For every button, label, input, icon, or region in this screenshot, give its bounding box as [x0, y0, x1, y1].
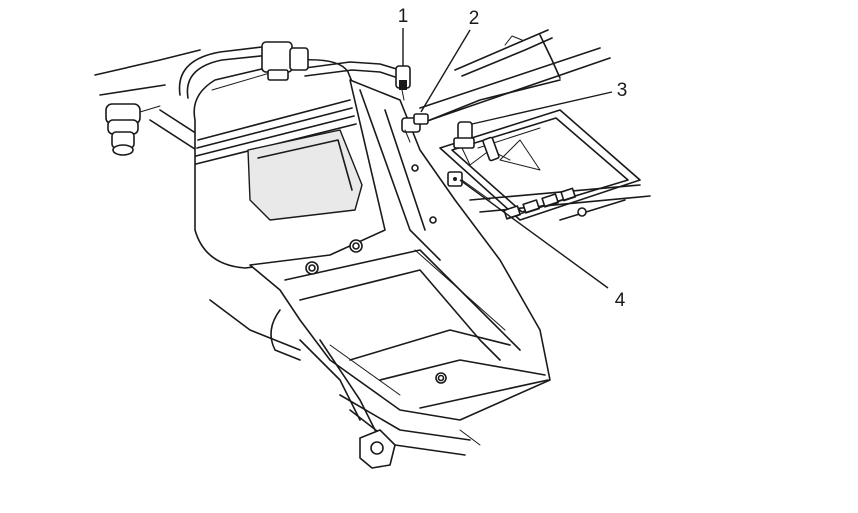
leader-line-3	[471, 91, 613, 125]
part-2-fitting	[401, 113, 429, 143]
lower-suspension	[270, 309, 481, 469]
callout-2: 2	[469, 8, 480, 29]
body-mount-bushing	[105, 103, 161, 156]
hose-connector	[261, 41, 309, 81]
part-3-connector	[453, 121, 511, 166]
callout-labels: 1 2 3 4	[398, 6, 628, 311]
leader-lines	[402, 28, 613, 289]
leader-line-2	[420, 29, 471, 113]
callout-4: 4	[615, 290, 626, 311]
canister-body	[193, 58, 386, 269]
callout-1: 1	[398, 6, 409, 27]
leader-line-4	[459, 179, 609, 289]
frame-rail-upper	[404, 29, 611, 131]
part-4-clip	[447, 171, 491, 201]
skid-plate	[249, 79, 551, 421]
bracket-slots	[503, 187, 587, 220]
callout-3: 3	[617, 80, 628, 101]
part-1-sensor	[395, 65, 411, 101]
vent-hose	[178, 45, 401, 99]
skid-plate-holes	[305, 164, 447, 384]
